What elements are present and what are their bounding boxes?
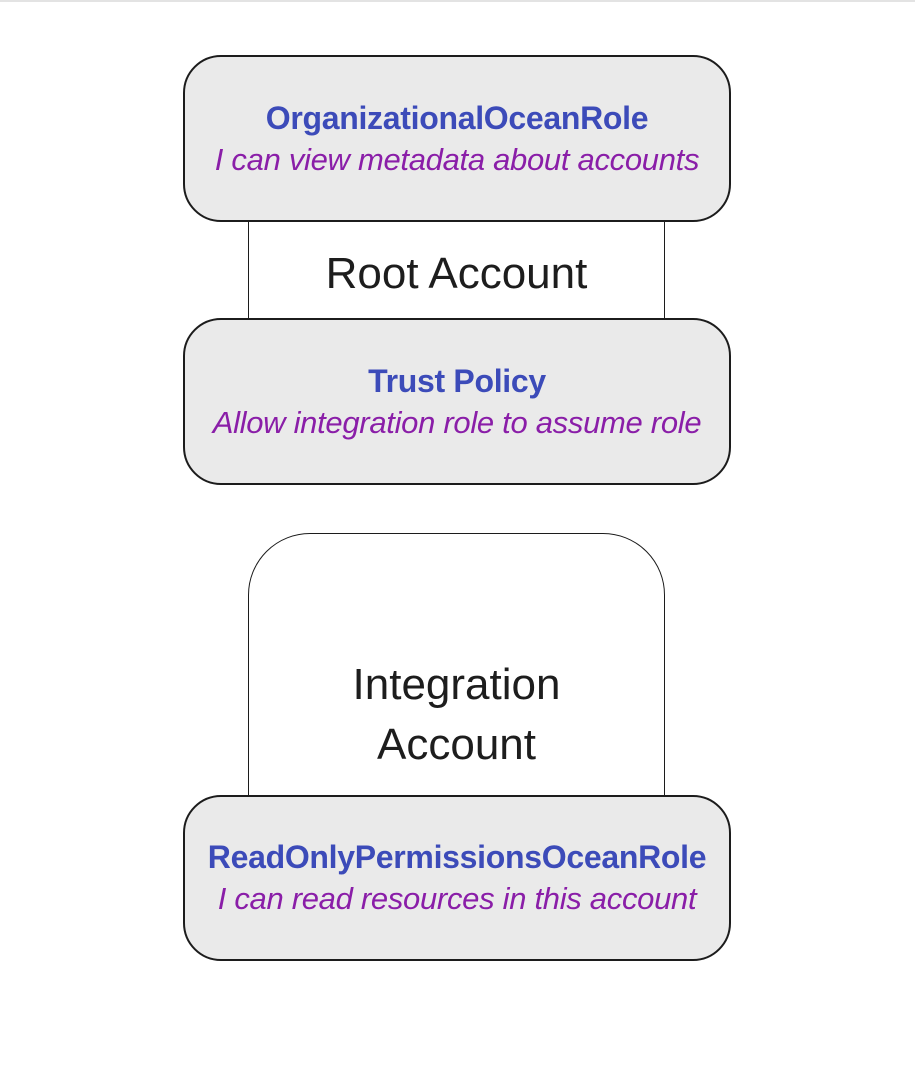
integration-account-label: Integration Account [248,655,665,775]
organizational-ocean-role-title: OrganizationalOceanRole [265,99,649,136]
readonly-permissions-ocean-role-description: I can read resources in this account [217,881,697,916]
top-divider [0,0,915,2]
integration-account-label-text: Integration Account [352,660,561,769]
readonly-permissions-ocean-role-title: ReadOnlyPermissionsOceanRole [207,839,707,875]
trust-policy-node: Trust Policy Allow integration role to a… [183,318,731,485]
trust-policy-description: Allow integration role to assume role [212,404,702,440]
root-account-label: Root Account [248,246,665,302]
trust-policy-title: Trust Policy [368,362,546,399]
organizational-ocean-role-description: I can view metadata about accounts [214,141,700,177]
readonly-permissions-ocean-role-node: ReadOnlyPermissionsOceanRole I can read … [183,795,731,961]
root-account-label-text: Root Account [325,249,588,298]
organizational-ocean-role-node: OrganizationalOceanRole I can view metad… [183,55,731,222]
